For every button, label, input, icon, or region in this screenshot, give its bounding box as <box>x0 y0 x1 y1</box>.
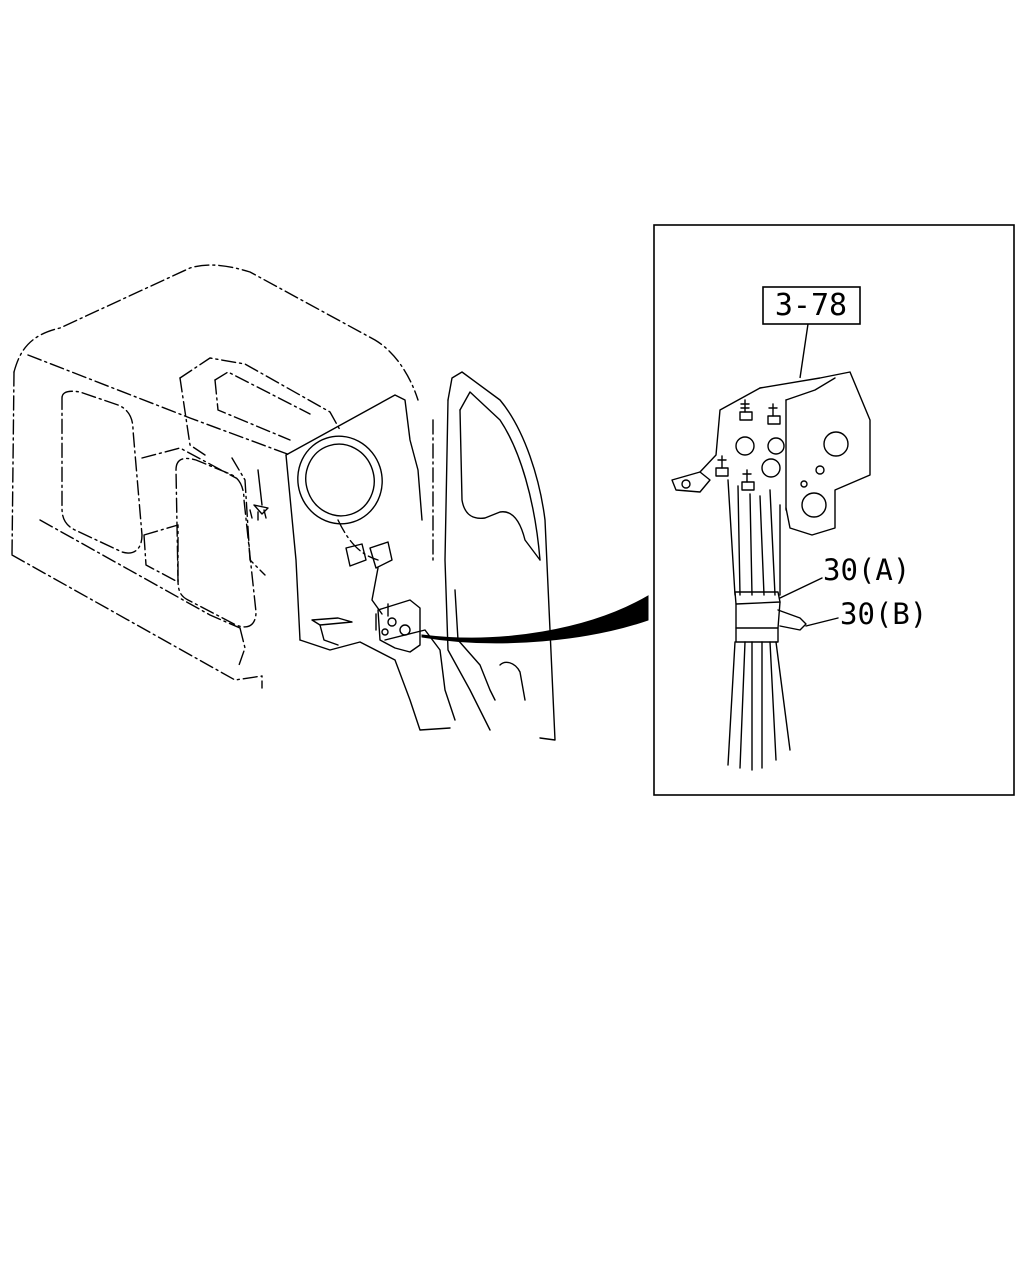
reference-callout-3-78: 3-78 <box>762 286 861 379</box>
detail-leader-wedge <box>421 595 649 644</box>
callout-part-30a: 30(A) <box>823 553 910 587</box>
bracket-detail <box>671 371 871 771</box>
detail-inset-frame <box>653 224 1015 796</box>
reference-label: 3-78 <box>775 288 847 323</box>
vehicle-cab-drawing <box>11 264 556 741</box>
callout-part-30b: 30(B) <box>840 597 927 631</box>
